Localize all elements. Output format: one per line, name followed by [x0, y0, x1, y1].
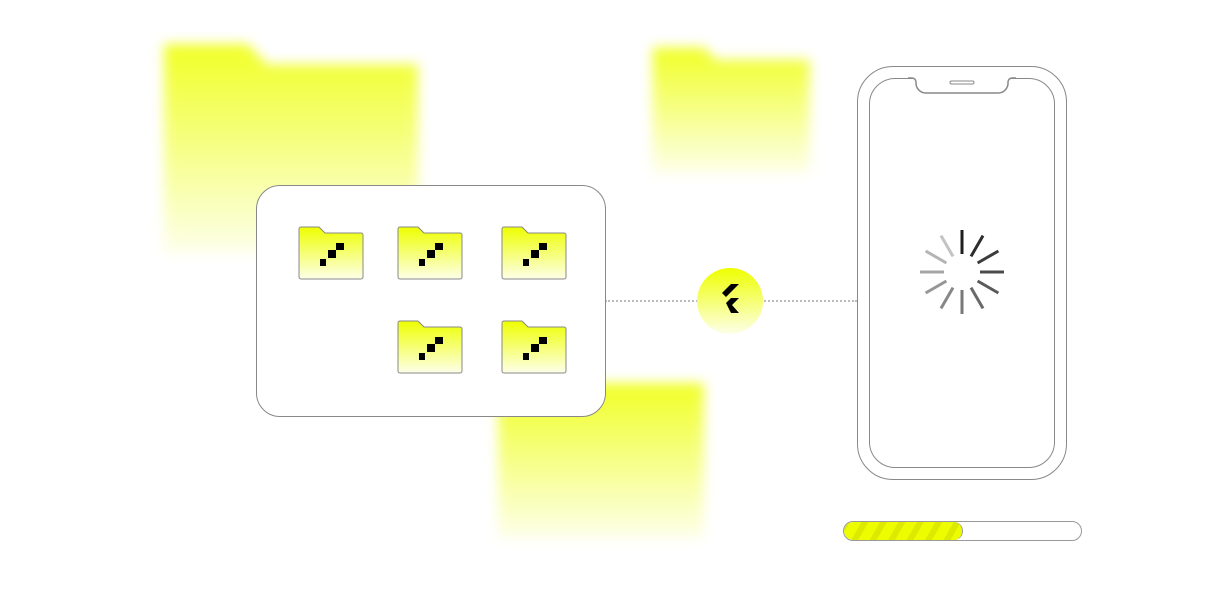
spinner-spoke [969, 234, 985, 258]
spinner-spoke [924, 249, 948, 265]
spinner-spoke [976, 279, 1000, 295]
progress-fill [844, 522, 963, 540]
folder-icon[interactable] [298, 226, 364, 280]
spinner-spoke [969, 286, 985, 310]
background-folder-icon [652, 47, 810, 175]
spinner-spoke [939, 234, 955, 258]
folder-icon[interactable] [501, 226, 567, 280]
folder-icon[interactable] [501, 320, 567, 374]
folder-icon[interactable] [397, 320, 463, 374]
phone-notch [908, 77, 1016, 94]
spinner-spoke [976, 249, 1000, 265]
background-folder-icon [498, 383, 704, 539]
flutter-logo-icon[interactable] [697, 268, 763, 334]
spinner-icon [920, 230, 1004, 314]
spinner-spoke [939, 286, 955, 310]
folder-panel [256, 185, 606, 417]
spinner-spoke [924, 279, 948, 295]
folder-icon[interactable] [397, 226, 463, 280]
phone-frame [857, 66, 1067, 480]
progress-bar [843, 521, 1082, 541]
